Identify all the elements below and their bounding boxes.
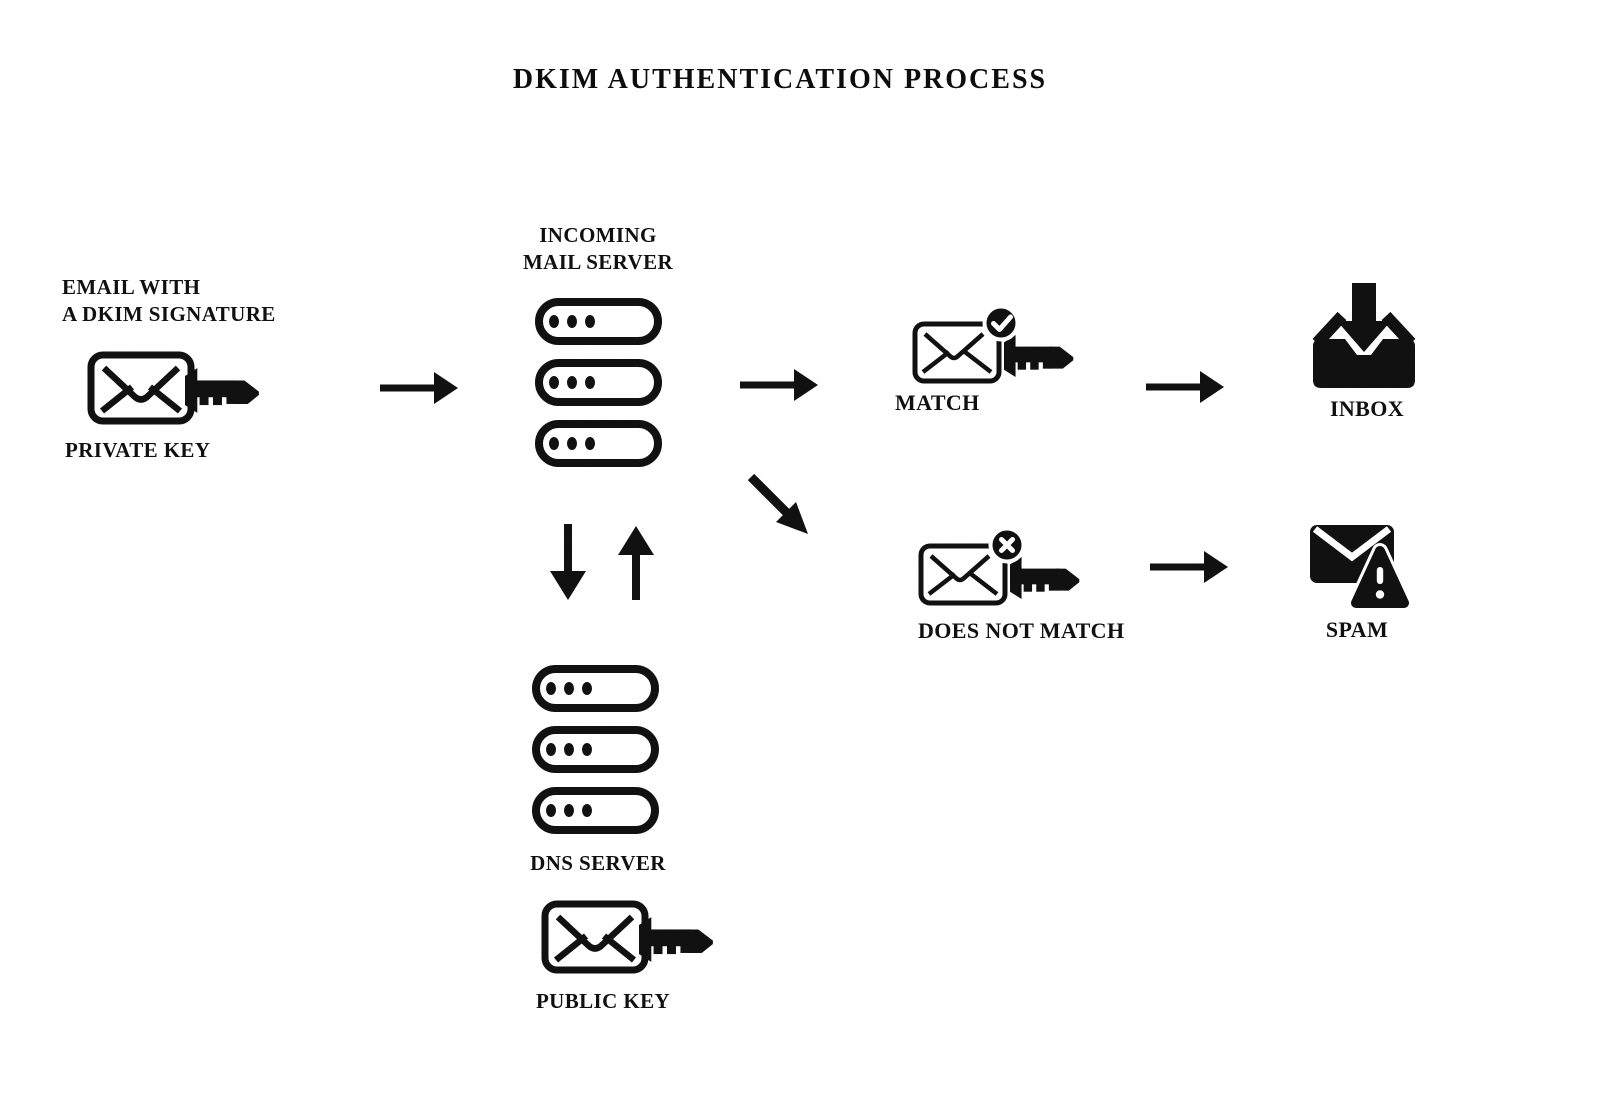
x-icon — [999, 537, 1015, 553]
public-key-node — [541, 899, 717, 975]
arrow-right-icon — [1150, 549, 1230, 585]
mail-server-icon — [535, 298, 662, 467]
envelope-private-key-icon — [87, 351, 259, 425]
match-node — [910, 303, 1078, 385]
private-key-node — [87, 350, 263, 426]
arrow-down-right-icon — [746, 472, 812, 538]
email-source-label-line1: EMAIL WITH — [62, 275, 201, 299]
spam-node — [1310, 521, 1412, 613]
inbox-node — [1308, 283, 1420, 391]
does-not-match-label: DOES NOT MATCH — [918, 618, 1125, 643]
match-label: MATCH — [895, 390, 980, 415]
arrow-right-icon — [740, 367, 820, 403]
private-key-label: PRIVATE KEY — [65, 438, 211, 462]
mail-server-label-line1: INCOMING — [539, 223, 657, 247]
does-not-match-node — [916, 525, 1084, 607]
check-icon — [991, 314, 1013, 332]
envelope-key-x-icon — [918, 526, 1080, 606]
arrow-right-icon — [1146, 369, 1226, 405]
dns-server-label: DNS SERVER — [530, 851, 666, 875]
inbox-label: INBOX — [1329, 396, 1405, 421]
arrow-down-icon — [548, 524, 588, 602]
spam-envelope-icon — [1310, 525, 1412, 611]
dns-server-icon — [532, 665, 659, 834]
email-source-label-line2: A DKIM SIGNATURE — [62, 302, 276, 326]
spam-label: SPAM — [1325, 617, 1389, 642]
envelope-key-check-icon — [912, 304, 1074, 384]
mail-server-label-line2: MAIL SERVER — [522, 250, 674, 274]
arrow-up-icon — [616, 524, 656, 602]
inbox-icon — [1312, 283, 1416, 388]
email-source-label: EMAIL WITH A DKIM SIGNATURE — [62, 274, 276, 328]
mail-server-node — [535, 298, 662, 467]
mail-server-label: INCOMING MAIL SERVER — [498, 222, 698, 276]
page-title: DKIM AUTHENTICATION PROCESS — [512, 64, 1048, 95]
arrow-right-icon — [380, 370, 460, 406]
dns-server-node — [532, 665, 659, 834]
public-key-label: PUBLIC KEY — [535, 989, 671, 1013]
envelope-public-key-icon — [541, 900, 713, 974]
